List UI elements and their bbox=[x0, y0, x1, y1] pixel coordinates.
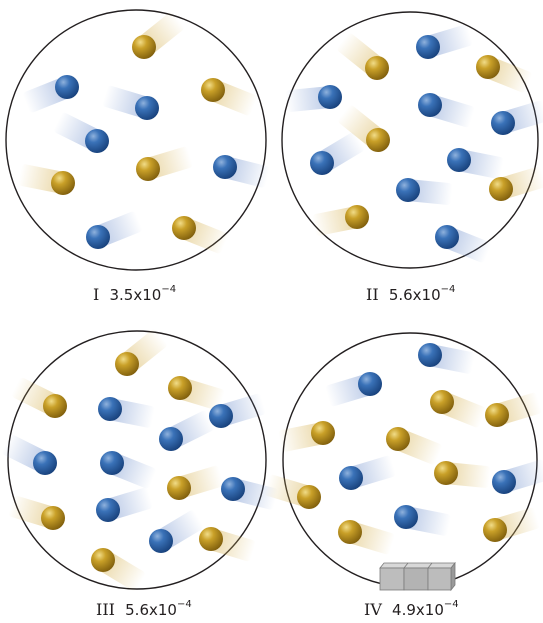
gold-molecule bbox=[311, 421, 335, 445]
gold-molecule bbox=[115, 352, 139, 376]
gold-molecule bbox=[430, 390, 454, 414]
container-outline bbox=[283, 333, 537, 587]
gold-molecule bbox=[489, 177, 513, 201]
blue-molecule bbox=[318, 85, 342, 109]
blue-molecule bbox=[98, 397, 122, 421]
blue-molecule bbox=[416, 35, 440, 59]
gold-molecule bbox=[345, 205, 369, 229]
blue-molecule bbox=[435, 225, 459, 249]
gold-molecule bbox=[172, 216, 196, 240]
blue-molecule bbox=[394, 505, 418, 529]
panel-label-3: III 5.6x10−4 bbox=[96, 600, 192, 619]
gold-molecule bbox=[386, 427, 410, 451]
blue-molecule bbox=[96, 498, 120, 522]
gold-molecule bbox=[366, 128, 390, 152]
gold-molecule bbox=[434, 461, 458, 485]
gold-molecule bbox=[168, 376, 192, 400]
gold-molecule bbox=[132, 35, 156, 59]
gold-molecule bbox=[483, 518, 507, 542]
blue-molecule bbox=[418, 343, 442, 367]
blue-molecule bbox=[491, 111, 515, 135]
container-panel-1 bbox=[6, 10, 270, 270]
gold-molecule bbox=[167, 476, 191, 500]
blue-molecule bbox=[33, 451, 57, 475]
panel-label-4: IV 4.9x10−4 bbox=[364, 600, 459, 619]
blue-molecule bbox=[159, 427, 183, 451]
panel-label-1: I 3.5x10−4 bbox=[93, 285, 176, 304]
blue-molecule bbox=[358, 372, 382, 396]
blue-molecule bbox=[86, 225, 110, 249]
panel-label-2: II 5.6x10−4 bbox=[366, 285, 455, 304]
gold-molecule bbox=[43, 394, 67, 418]
gold-molecule bbox=[365, 56, 389, 80]
gold-molecule bbox=[201, 78, 225, 102]
container-panel-4 bbox=[264, 333, 543, 590]
gold-molecule bbox=[41, 506, 65, 530]
container-panel-3 bbox=[1, 328, 279, 592]
gold-molecule bbox=[476, 55, 500, 79]
blue-molecule bbox=[221, 477, 245, 501]
gold-molecule bbox=[136, 157, 160, 181]
blue-molecule bbox=[418, 93, 442, 117]
blue-molecule bbox=[310, 151, 334, 175]
gold-molecule bbox=[51, 171, 75, 195]
gold-molecule bbox=[91, 548, 115, 572]
blue-molecule bbox=[396, 178, 420, 202]
gold-molecule bbox=[199, 527, 223, 551]
blue-molecule bbox=[55, 75, 79, 99]
gold-molecule bbox=[338, 520, 362, 544]
blue-molecule bbox=[100, 451, 124, 475]
blue-molecule bbox=[135, 96, 159, 120]
container-panel-2 bbox=[282, 12, 543, 268]
gold-molecule bbox=[297, 485, 321, 509]
solid-block-icon bbox=[380, 563, 455, 590]
blue-molecule bbox=[339, 466, 363, 490]
blue-molecule bbox=[213, 155, 237, 179]
blue-molecule bbox=[447, 148, 471, 172]
gold-molecule bbox=[485, 403, 509, 427]
blue-molecule bbox=[209, 404, 233, 428]
blue-molecule bbox=[149, 529, 173, 553]
blue-molecule bbox=[85, 129, 109, 153]
blue-molecule bbox=[492, 470, 516, 494]
